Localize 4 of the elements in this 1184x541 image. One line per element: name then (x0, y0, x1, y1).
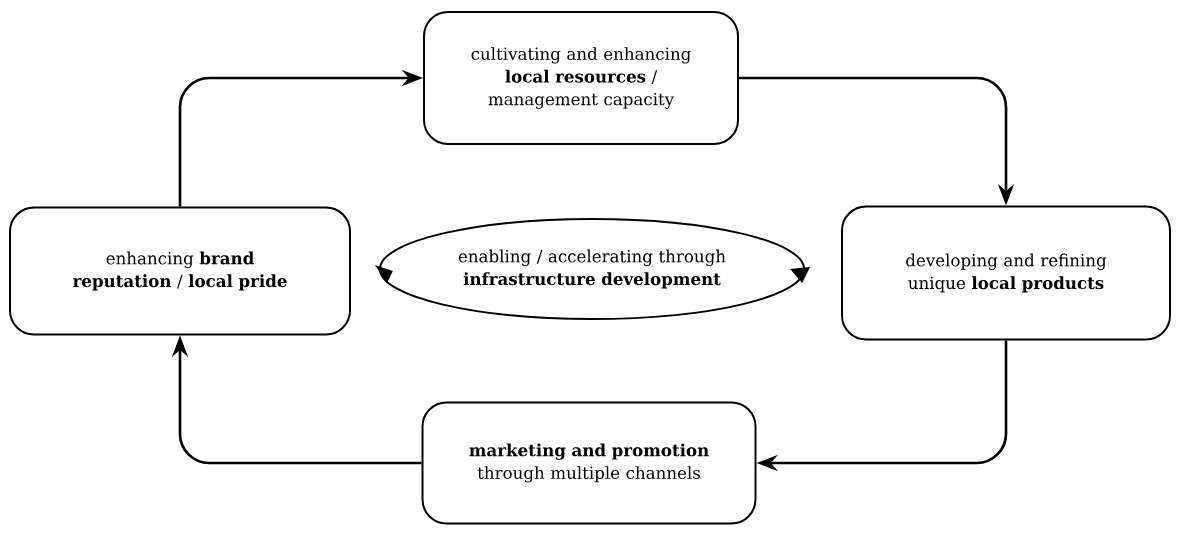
process-box: enhancing brand reputation / local pride (9, 206, 351, 336)
process-box: developing and refining unique local products (841, 205, 1171, 341)
process-box: marketing and promotion through multiple channels (421, 401, 757, 525)
process-box: cultivating and enhancing local resources / management capacity (423, 11, 739, 145)
